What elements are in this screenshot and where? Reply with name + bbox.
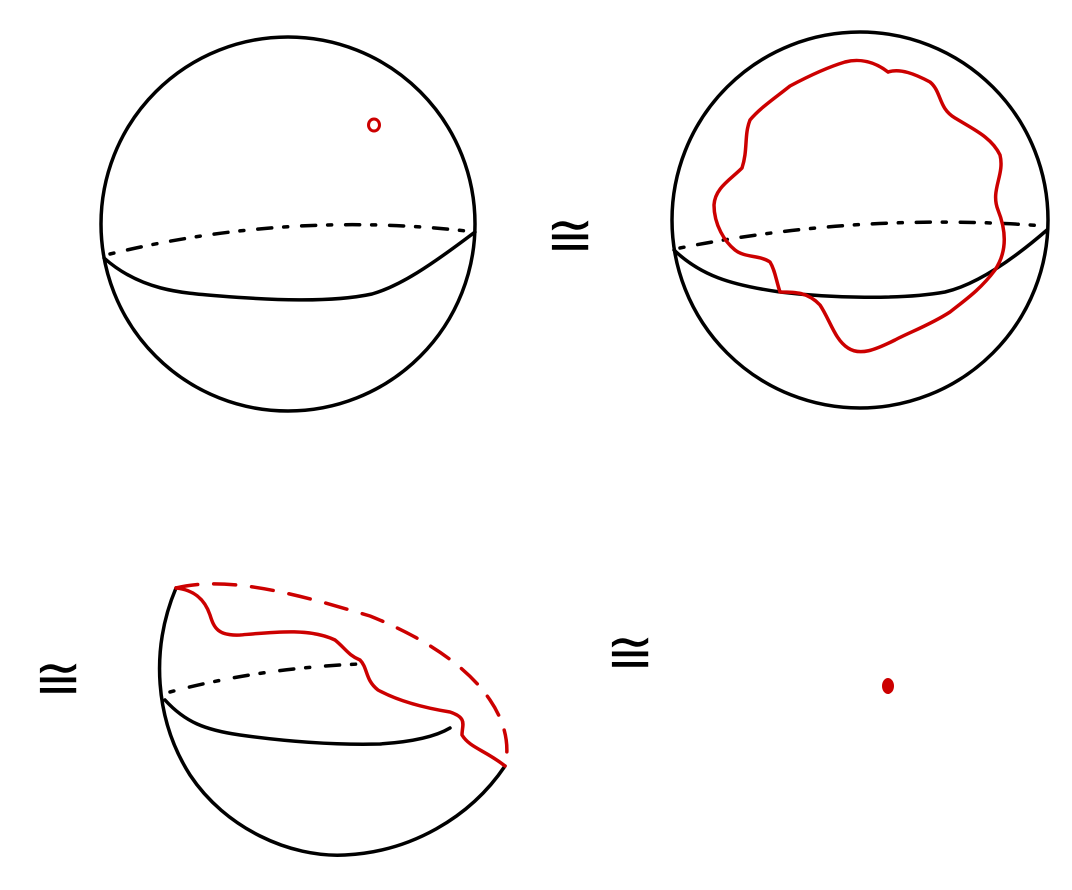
equator-back-dashed bbox=[678, 220, 1047, 250]
equator-back-dashed bbox=[108, 222, 477, 256]
equator-front bbox=[672, 228, 1049, 300]
sphere-outline bbox=[670, 30, 1050, 410]
congruence-symbol: ≅ bbox=[34, 644, 83, 712]
hemisphere-with-boundary-loop bbox=[157, 582, 509, 857]
equator-front bbox=[102, 230, 477, 302]
hemisphere-outline bbox=[157, 586, 507, 857]
equator-back-dashed bbox=[168, 662, 362, 694]
sphere-with-small-loop bbox=[99, 35, 477, 413]
sphere-outline bbox=[99, 35, 477, 413]
sphere-with-large-loop bbox=[670, 30, 1050, 410]
equator-front bbox=[163, 698, 452, 746]
congruence-symbol: ≅ bbox=[606, 618, 655, 686]
congruence-symbol: ≅ bbox=[546, 201, 595, 269]
contracted-point bbox=[882, 678, 894, 694]
small-loop bbox=[367, 117, 381, 133]
large-loop bbox=[712, 58, 1006, 354]
collapsing-loop bbox=[174, 586, 507, 768]
top-boundary-dashed bbox=[174, 582, 509, 768]
